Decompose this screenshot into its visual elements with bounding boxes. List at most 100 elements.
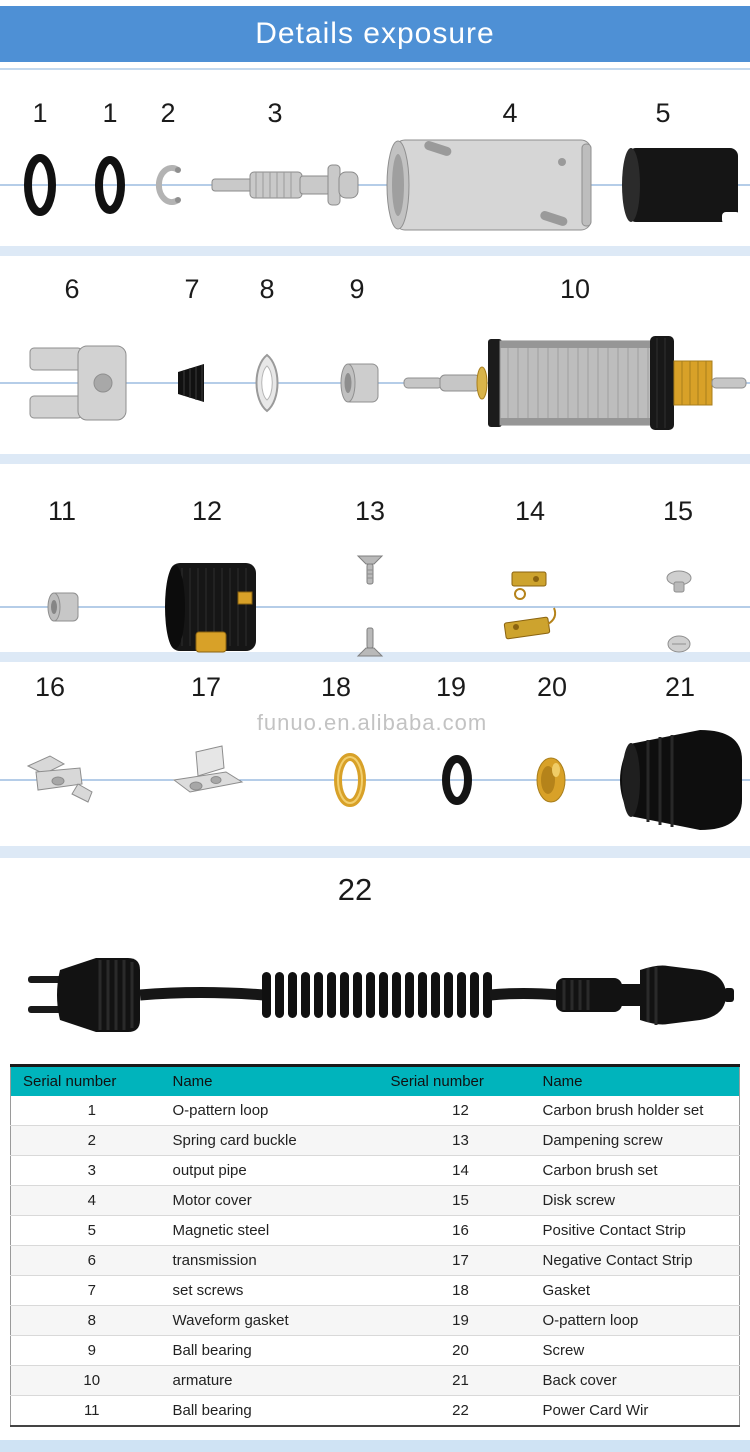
part-label-4: 4 [502, 98, 518, 128]
serial-cell: 3 [10, 1155, 161, 1186]
table-row-2: 2 Spring card buckle 13 Dampening screw [10, 1125, 740, 1156]
banner: Details exposure [0, 6, 750, 62]
name-cell: O-pattern loop [160, 1095, 379, 1126]
part-label-15: 15 [662, 496, 694, 526]
serial-cell: 20 [378, 1335, 531, 1366]
part-16-positive-contact-strip [26, 755, 93, 803]
table-row-11: 11 Ball bearing 22 Power Card Wir [10, 1395, 740, 1426]
name-cell: transmission [160, 1245, 379, 1276]
parts-diagram-row-1 [0, 139, 750, 231]
serial-cell: 1 [10, 1095, 161, 1126]
part-label-20: 20 [536, 672, 568, 702]
part-18-gasket [334, 753, 366, 807]
part-label-3: 3 [267, 98, 283, 128]
banner-divider [0, 68, 750, 70]
table-row-9: 9 Ball bearing 20 Screw [10, 1335, 740, 1366]
separator-band [0, 846, 750, 858]
part-label-10: 10 [559, 274, 591, 304]
table-row-10: 10 armature 21 Back cover [10, 1365, 740, 1396]
name-cell: Negative Contact Strip [530, 1245, 740, 1276]
part-4-motor-cover [386, 139, 592, 231]
name-cell: Positive Contact Strip [530, 1215, 740, 1246]
table-header-row: Serial number Name Serial number Name [10, 1065, 740, 1096]
serial-cell: 9 [10, 1335, 161, 1366]
part-9-ball-bearing [340, 363, 379, 403]
name-cell: Carbon brush holder set [530, 1095, 740, 1126]
part-1-o-ring-a [24, 154, 56, 216]
name-cell: Screw [530, 1335, 740, 1366]
parts-diagram-row-4 [0, 730, 750, 830]
parts-row-3: 11 12 13 14 15 [0, 464, 750, 657]
serial-cell: 13 [378, 1125, 531, 1156]
bottom-accent-bar [0, 1439, 750, 1452]
parts-row-4: 16 17 18 19 20 21 funuo.en.alibaba.com [0, 662, 750, 846]
part-label-19: 19 [435, 672, 467, 702]
serial-cell: 18 [378, 1275, 531, 1306]
table-row-7: 7 set screws 18 Gasket [10, 1275, 740, 1306]
watermark-text: funuo.en.alibaba.com [256, 710, 488, 735]
part-10-armature [403, 336, 747, 430]
part-label-1b: 1 [102, 98, 118, 128]
serial-cell: 8 [10, 1305, 161, 1336]
part-label-5: 5 [655, 98, 671, 128]
part-1-o-ring-b [95, 156, 125, 214]
parts-row-1: 1 1 2 3 4 5 [0, 70, 750, 246]
serial-cell: 11 [10, 1395, 161, 1426]
part-label-22: 22 [337, 872, 373, 907]
name-cell: set screws [160, 1275, 379, 1306]
part-label-2: 2 [160, 98, 176, 128]
parts-row-2: 6 7 8 9 10 [0, 256, 750, 454]
col-header-name-1: Name [160, 1065, 379, 1096]
serial-cell: 16 [378, 1215, 531, 1246]
name-cell: Spring card buckle [160, 1125, 379, 1156]
serial-cell: 7 [10, 1275, 161, 1306]
name-cell: Carbon brush set [530, 1155, 740, 1186]
part-17-negative-contact-strip [172, 745, 244, 793]
name-cell: Gasket [530, 1275, 740, 1306]
part-label-17: 17 [190, 672, 222, 702]
table-row-3: 3 output pipe 14 Carbon brush set [10, 1155, 740, 1186]
part-6-transmission [29, 345, 127, 421]
serial-cell: 6 [10, 1245, 161, 1276]
table-row-1: 1 O-pattern loop 12 Carbon brush holder … [10, 1095, 740, 1126]
serial-cell: 15 [378, 1185, 531, 1216]
serial-cell: 4 [10, 1185, 161, 1216]
part-7-set-screw [178, 364, 204, 402]
part-label-7: 7 [184, 274, 200, 304]
serial-cell: 17 [378, 1245, 531, 1276]
table-row-6: 6 transmission 17 Negative Contact Strip [10, 1245, 740, 1276]
part-2-spring-card-buckle [155, 165, 181, 205]
part-5-magnetic-steel [622, 148, 740, 224]
parts-table: Serial number Name Serial number Name 1 … [10, 1064, 740, 1427]
name-cell: Motor cover [160, 1185, 379, 1216]
part-label-9: 9 [349, 274, 365, 304]
name-cell: Back cover [530, 1365, 740, 1396]
name-cell: Disk screw [530, 1185, 740, 1216]
serial-cell: 10 [10, 1365, 161, 1396]
part-8-waveform-gasket [255, 353, 279, 413]
name-cell: Power Card Wir [530, 1395, 740, 1426]
part-13-dampening-screws [356, 555, 384, 657]
separator-band [0, 454, 750, 464]
serial-cell: 19 [378, 1305, 531, 1336]
parts-row-5: 22 [0, 858, 750, 1054]
part-label-8: 8 [259, 274, 275, 304]
name-cell: O-pattern loop [530, 1305, 740, 1336]
parts-table-wrapper: Serial number Name Serial number Name 1 … [10, 1064, 740, 1427]
table-row-5: 5 Magnetic steel 16 Positive Contact Str… [10, 1215, 740, 1246]
part-19-o-pattern-loop [442, 755, 472, 805]
part-label-13: 13 [354, 496, 386, 526]
part-label-18: 18 [320, 672, 352, 702]
serial-cell: 2 [10, 1125, 161, 1156]
name-cell: Ball bearing [160, 1395, 379, 1426]
serial-cell: 14 [378, 1155, 531, 1186]
name-cell: armature [160, 1365, 379, 1396]
table-row-4: 4 Motor cover 15 Disk screw [10, 1185, 740, 1216]
part-label-14: 14 [514, 496, 546, 526]
part-15-disk-screws [666, 570, 692, 653]
part-label-12: 12 [191, 496, 223, 526]
part-21-back-cover [620, 730, 742, 830]
col-header-name-2: Name [530, 1065, 740, 1096]
serial-cell: 22 [378, 1395, 531, 1426]
serial-cell: 12 [378, 1095, 531, 1126]
